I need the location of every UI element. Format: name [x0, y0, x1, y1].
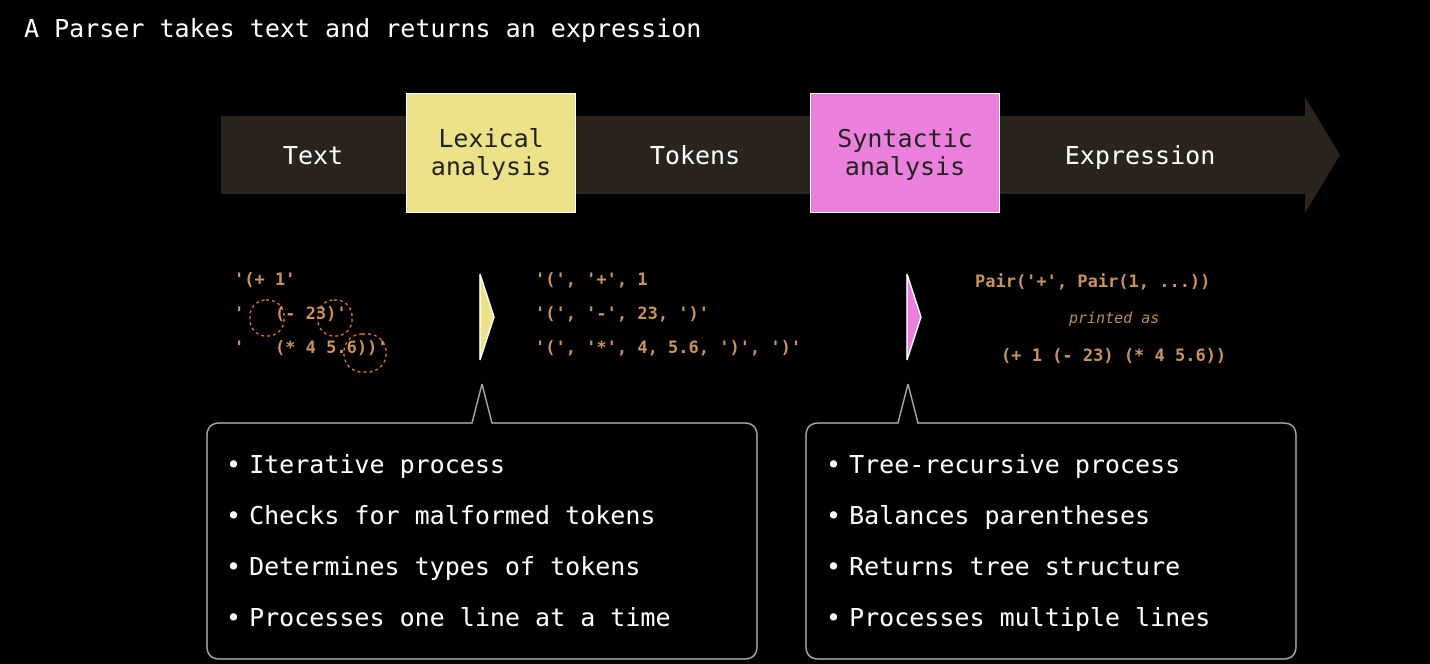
text-line: ' (* 4 5.6))' — [234, 338, 388, 358]
whitespace-highlight — [249, 299, 285, 337]
number-highlight — [317, 299, 353, 337]
expression-printed: (+ 1 (- 23) (* 4 5.6)) — [1001, 346, 1227, 366]
tokens-line: '(', '*', 4, 5.6, ')', ')' — [535, 338, 802, 358]
lexical-callout-item: Processes one line at a time — [226, 592, 670, 643]
syntactic-callout-item: Processes multiple lines — [826, 592, 1210, 643]
lexical-triangle — [479, 273, 495, 361]
lexical-callout-item: Determines types of tokens — [226, 541, 671, 592]
stage-tokens-label: Tokens — [649, 141, 741, 170]
tokens-line: '(', '-', 23, ')' — [535, 304, 709, 324]
syntactic-callout-item: Tree-recursive process — [826, 439, 1210, 490]
syntactic-callout-list: Tree-recursive process Balances parenthe… — [826, 439, 1210, 643]
page-title: A Parser takes text and returns an expre… — [24, 14, 702, 43]
expression-pair: Pair('+', Pair(1, ...)) — [975, 272, 1211, 292]
text-line: '(+ 1' — [234, 270, 296, 290]
printed-as-note: printed as — [1069, 309, 1160, 327]
tokens-example: '(', '+', 1 '(', '-', 23, ')' '(', '*', … — [535, 269, 801, 371]
syntactic-callout-item: Balances parentheses — [826, 490, 1210, 541]
lexical-callout-item: Checks for malformed tokens — [226, 490, 671, 541]
lexical-callout-item: Iterative process — [226, 439, 671, 490]
syntactic-analysis-box: Syntactic analysis — [810, 93, 1000, 213]
lexical-callout-list: Iterative process Checks for malformed t… — [226, 439, 671, 643]
text-example: '(+ 1' ' (- 23)' ' (* 4 5.6))' — [234, 269, 388, 371]
syntactic-callout-item: Returns tree structure — [826, 541, 1210, 592]
syntactic-triangle — [906, 273, 922, 361]
text-line: ' (- 23)' — [234, 304, 347, 324]
stage-expression-label: Expression — [1064, 141, 1216, 170]
lexical-analysis-box: Lexical analysis — [406, 93, 576, 213]
float-highlight — [343, 333, 387, 373]
tokens-line: '(', '+', 1 — [535, 270, 648, 290]
stage-text-label: Text — [282, 141, 344, 170]
